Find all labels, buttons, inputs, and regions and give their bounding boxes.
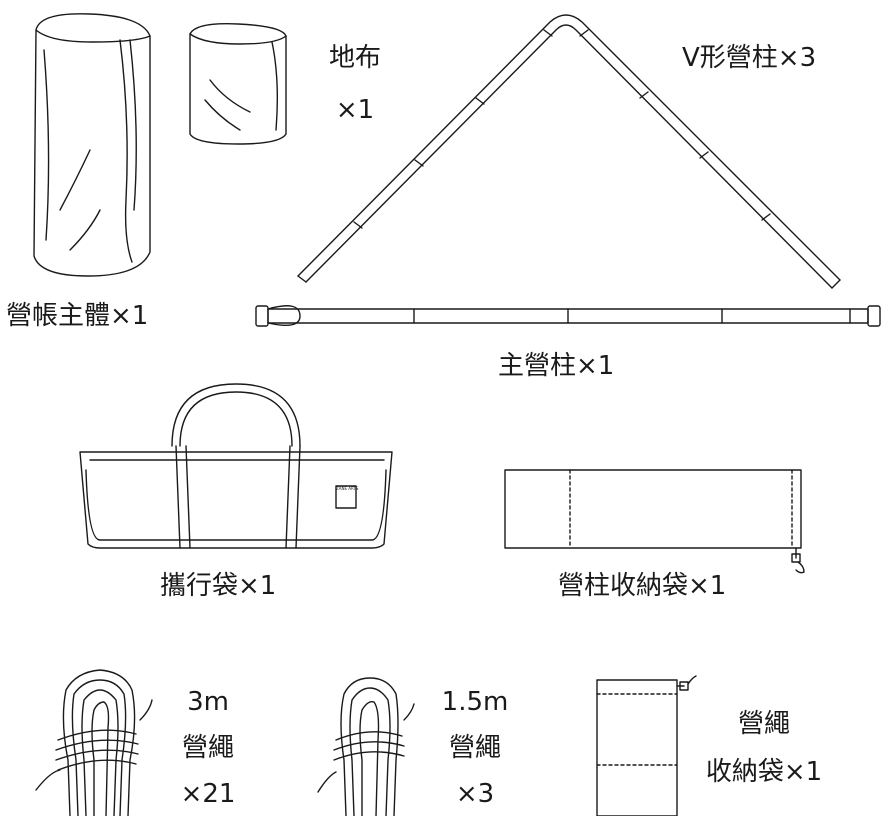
rope-3m-illustration: [35, 669, 153, 816]
main-pole-illustration: [255, 305, 881, 327]
carry-bag-label: 攜行袋×1: [160, 571, 277, 601]
rope-1-5m-name: 營繩: [448, 733, 501, 763]
ground-sheet-illustration: [189, 23, 287, 145]
v-poles-label: V形營柱×3: [682, 43, 817, 73]
rope-bag-illustration: [596, 675, 697, 816]
rope-3m-length: 3m: [187, 687, 229, 717]
rope-3m-qty: ×21: [180, 779, 236, 809]
ground-sheet-qty: ×1: [335, 95, 375, 125]
bag-logo: ZANE ARTS: [336, 486, 359, 491]
rope-1-5m-length: 1.5m: [441, 687, 509, 717]
v-poles-illustration: [297, 14, 841, 289]
pole-bag-label: 營柱收納袋×1: [558, 571, 727, 601]
rope-bag-label-line2: 收納袋×1: [705, 757, 823, 787]
rope-bag-label-line1: 營繩: [737, 709, 790, 739]
main-pole-label: 主營柱×1: [498, 351, 615, 381]
carry-bag-illustration: [79, 383, 393, 549]
tent-body-label: 營帳主體×1: [6, 301, 149, 331]
rope-3m-name: 營繩: [181, 733, 234, 763]
rope-1-5m-illustration: [317, 677, 415, 816]
pole-bag-illustration: [504, 469, 805, 574]
tent-body-illustration: [33, 13, 151, 277]
rope-1-5m-qty: ×3: [455, 779, 495, 809]
ground-sheet-name: 地布: [328, 43, 381, 73]
